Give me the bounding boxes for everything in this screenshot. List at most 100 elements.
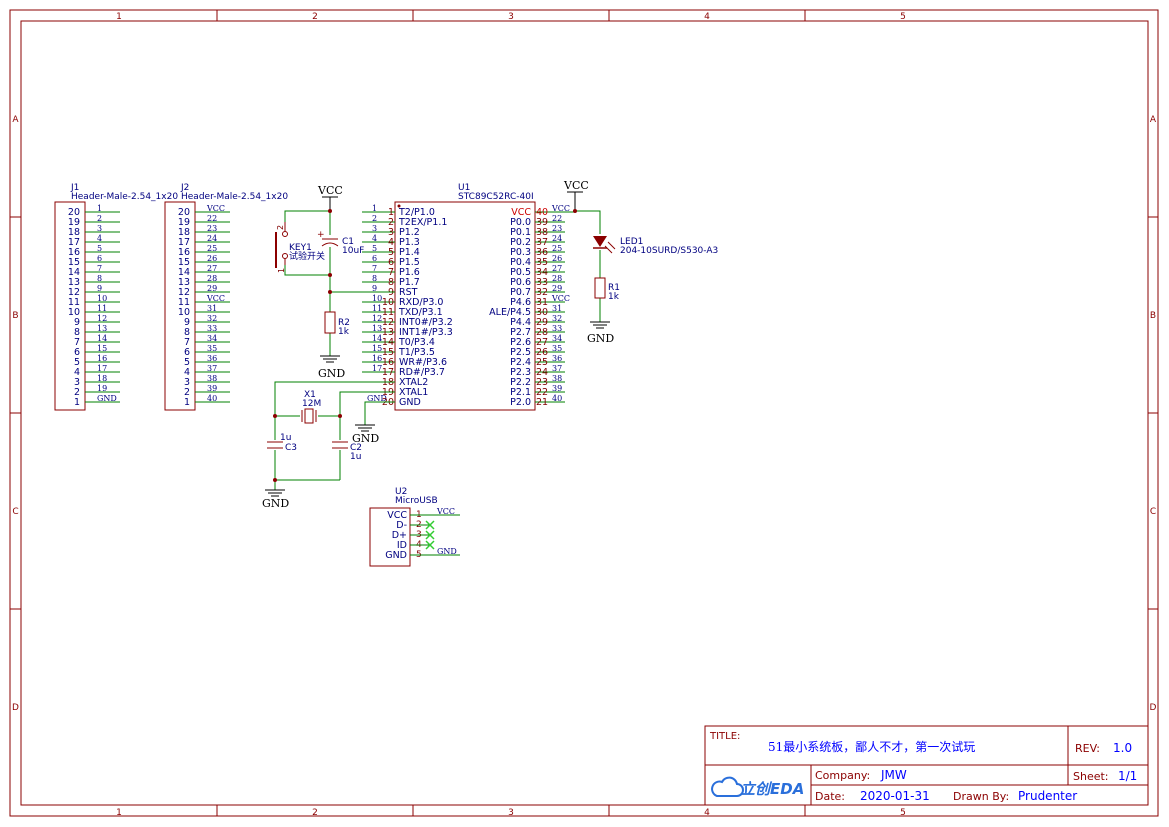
resistor-r2[interactable]: R2 1k — [324, 311, 350, 337]
u1-right-pin-name: P2.4 — [510, 357, 531, 368]
capacitor-c1[interactable]: + C1 10uF — [317, 230, 364, 256]
j1-pin-number: 14 — [68, 267, 80, 278]
switch-key1[interactable]: 2 1 KEY1 试验开关 — [275, 222, 325, 273]
j2-pin-number: 4 — [184, 367, 190, 378]
u1-right-pin-name: P0.7 — [510, 287, 531, 298]
u1-right-pin-number: 35 — [536, 257, 548, 268]
lceda-logo: 立创EDA — [711, 776, 804, 798]
j1-net-label: 13 — [97, 324, 107, 333]
u1-left-pin-name: T2/P1.0 — [398, 207, 435, 218]
sheet-frame — [9, 9, 1159, 817]
j2-pin-number: 7 — [184, 337, 190, 348]
j2-pin-number: 19 — [178, 217, 190, 228]
u1-left-pin-name: T1/P3.5 — [398, 347, 435, 358]
j1-pin-number: 17 — [68, 237, 80, 248]
j2-net-label: 34 — [207, 334, 217, 343]
j1-pin-number: 19 — [68, 217, 80, 228]
u2-pin-name: GND — [385, 550, 407, 561]
sheet-value: 1/1 — [1118, 769, 1137, 783]
led-junction — [573, 209, 577, 213]
key1-value: 试验开关 — [289, 250, 325, 262]
j1-net-label: 4 — [97, 234, 102, 243]
j1-pin-number: 16 — [68, 247, 80, 258]
u1-left-net: 15 — [372, 344, 382, 353]
u1-right-pin-name: ALE/P4.5 — [489, 307, 531, 318]
date-label: Date: — [815, 790, 845, 803]
c3-ref: C3 — [285, 443, 297, 453]
j2-pin-number: 13 — [178, 277, 190, 288]
capacitor-c2[interactable]: C2 1u — [332, 441, 362, 462]
zone-row-right: C — [1150, 507, 1156, 517]
key1-pin1: 1 — [277, 268, 286, 273]
u1-right-pin-name: P0.1 — [510, 227, 531, 238]
u1-right-pin-number: 24 — [536, 367, 548, 378]
u1-right-net: 33 — [552, 324, 562, 333]
u1-right-pin-number: 32 — [536, 287, 548, 298]
u1-left-pin-name: GND — [399, 397, 421, 408]
gnd-symbol-r1: GND — [587, 321, 614, 345]
j2-pin-number: 12 — [178, 287, 190, 298]
c1-plus: + — [317, 230, 325, 240]
j2-pin-number: 20 — [178, 207, 190, 218]
u1-right-pin-name: P2.6 — [510, 337, 531, 348]
u2-pin-name: D+ — [392, 530, 407, 541]
gnd-label-caps: GND — [262, 497, 289, 510]
u1-right-pin-number: 31 — [536, 297, 548, 308]
title-label: TITLE: — [709, 731, 740, 742]
u1-right-pin-name: P2.1 — [510, 387, 531, 398]
gnd-symbol-r2: GND — [318, 355, 345, 380]
u1-right-pin-name: P2.2 — [510, 377, 531, 388]
u1-left-net: 10 — [372, 294, 382, 303]
u1-right-pin-number: 39 — [536, 217, 548, 228]
resistor-r1[interactable]: R1 1k — [594, 277, 620, 302]
u1-right-pin-number: 37 — [536, 237, 548, 248]
j1-pin-number: 7 — [74, 337, 80, 348]
zone-row-left: C — [12, 507, 18, 517]
j2-pin-number: 2 — [184, 387, 190, 398]
u1-left-net: 1 — [372, 204, 377, 213]
crystal-junctions — [273, 414, 342, 482]
u1-right-net: 22 — [552, 214, 562, 223]
zone-row-left: A — [12, 115, 19, 125]
u1-right-net: 36 — [552, 354, 562, 363]
j1-pin-number: 12 — [68, 287, 80, 298]
j2-net-label: 39 — [207, 384, 217, 393]
u1-right-net: 27 — [552, 264, 562, 273]
j2-net-label: 27 — [207, 264, 217, 273]
j2-net-label: 25 — [207, 244, 217, 253]
j2-net-label: 36 — [207, 354, 217, 363]
u1-left-pin-number: 11 — [382, 307, 394, 318]
u1-right-pin-number: 38 — [536, 227, 548, 238]
crystal-x1[interactable]: X1 12M — [301, 390, 321, 424]
u1-right-pin-number: 29 — [536, 317, 548, 328]
u1-right-pin-name: P0.2 — [510, 237, 531, 248]
j1-pin-number: 5 — [74, 357, 80, 368]
u1-left-pin-number: 6 — [388, 257, 394, 268]
reset-wires — [284, 210, 395, 356]
j1-net-label: 7 — [97, 264, 102, 273]
u2-pin-name: D- — [396, 520, 407, 531]
capacitor-c3[interactable]: 1u C3 — [267, 433, 297, 453]
u1-right-net: 34 — [552, 334, 562, 343]
j1-net-label: 12 — [97, 314, 107, 323]
sheet-label: Sheet: — [1073, 770, 1109, 783]
title-block — [704, 725, 1149, 806]
led-led1[interactable]: LED1 204-10SURD/S530-A3 — [593, 236, 718, 256]
zone-col-top: 3 — [508, 12, 514, 22]
u1-left-pin-name: P1.4 — [399, 247, 420, 258]
rev-label: REV: — [1075, 742, 1100, 755]
gnd-symbol-u1: GND — [352, 424, 379, 445]
zone-col-bottom: 3 — [508, 808, 514, 818]
u1-left-net: 12 — [372, 314, 382, 323]
u1-left-pin-name: RXD/P3.0 — [399, 297, 443, 308]
no-connect-icon — [425, 540, 435, 550]
u1-right-pin-number: 28 — [536, 327, 548, 338]
date-value: 2020-01-31 — [860, 789, 930, 803]
x1-value: 12M — [302, 399, 321, 409]
u1-left-pin-name: P1.3 — [399, 237, 420, 248]
